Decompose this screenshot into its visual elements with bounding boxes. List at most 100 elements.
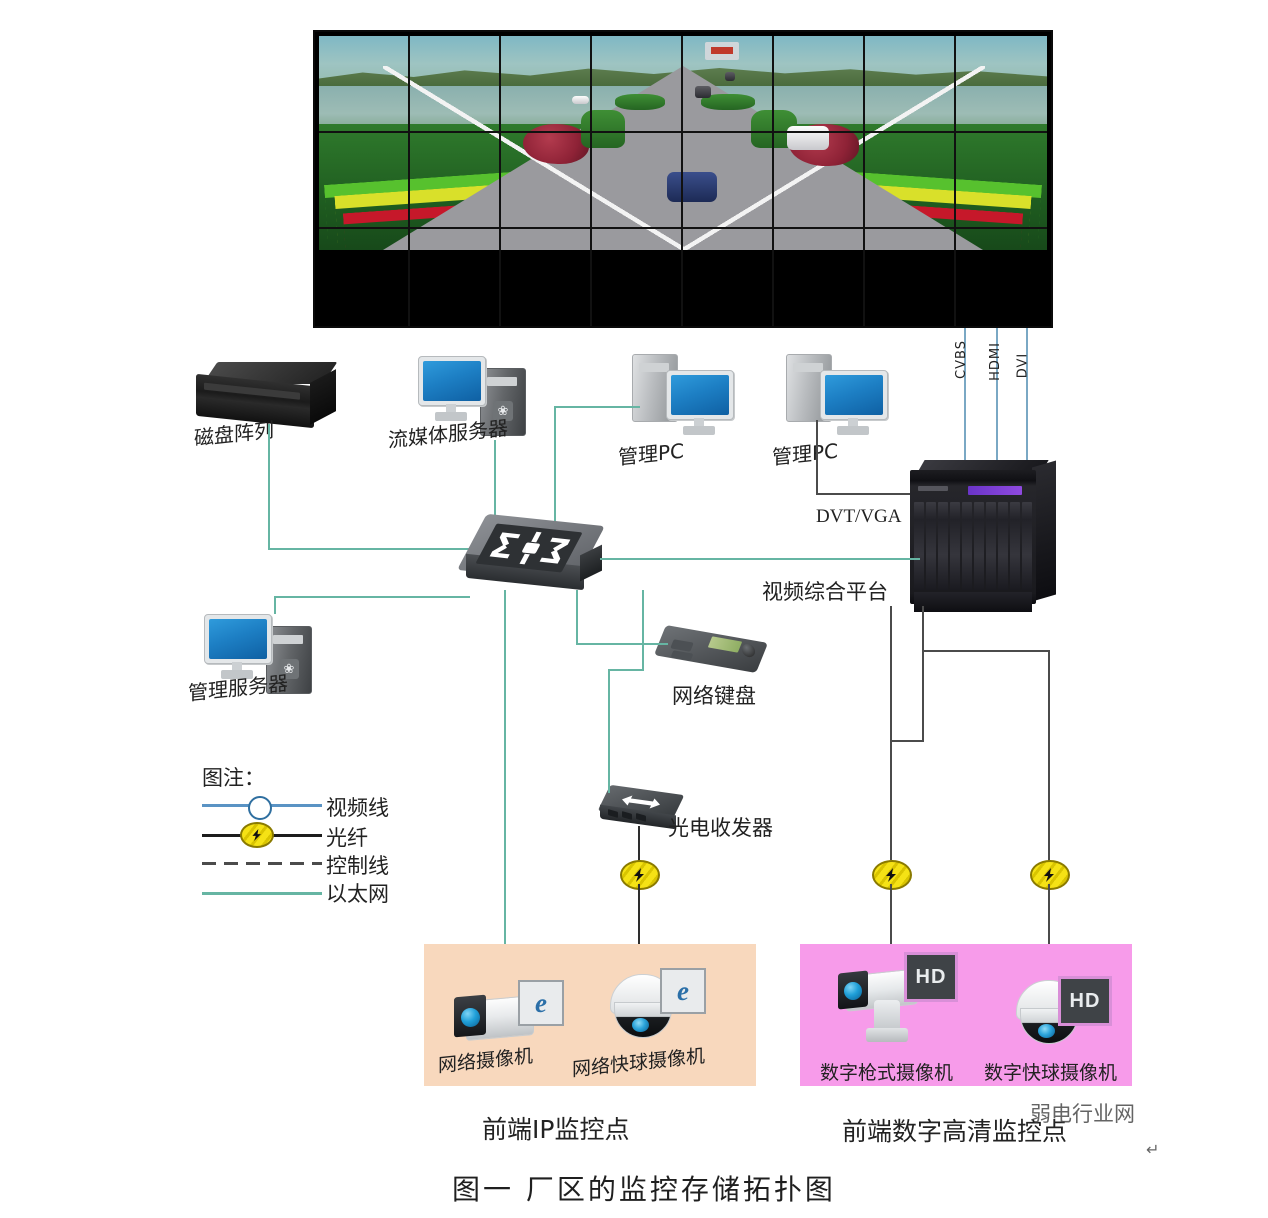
manage-pc-1-device[interactable] xyxy=(632,348,752,440)
line-diskarray-to-switch xyxy=(268,548,476,550)
fiber-marker-converter xyxy=(620,860,660,890)
legend-label-ethernet: 以太网 xyxy=(326,882,389,906)
line-diskarray-down xyxy=(268,424,270,549)
network-keyboard-label: 网络键盘 xyxy=(672,684,756,708)
hd-icon-2: HD xyxy=(1069,989,1101,1012)
manage-pc-1-neck xyxy=(694,418,704,426)
network-camera-glass xyxy=(461,1008,480,1027)
line-switch-conv-a xyxy=(642,590,644,670)
dome-camera-lens xyxy=(632,1018,649,1032)
network-keyboard-device[interactable] xyxy=(653,625,770,676)
wall-scene-content xyxy=(319,36,1047,250)
zone-ip-title: 前端IP监控点 xyxy=(482,1115,630,1144)
line-hd-right-down xyxy=(1048,650,1050,862)
hd-badge-bullet-camera: HD xyxy=(904,952,958,1002)
manage-server-screen xyxy=(209,619,267,659)
media-server-screen xyxy=(423,361,481,401)
media-converter-label: 光电收发器 xyxy=(668,816,773,840)
legend-label-control: 控制线 xyxy=(326,854,389,878)
platform-brand xyxy=(918,486,948,491)
core-switch-device[interactable] xyxy=(457,513,605,598)
manage-server-device[interactable]: ❀ xyxy=(204,610,324,702)
manage-pc-2-stand xyxy=(837,426,869,435)
line-converter-fiber-b xyxy=(638,884,640,958)
manage-server-neck xyxy=(232,662,242,670)
zone-hd-title: 前端数字高清监控点 xyxy=(842,1117,1068,1146)
media-server-bay xyxy=(487,377,517,386)
manage-pc-2-device[interactable] xyxy=(786,348,906,440)
line-managepc2-to-platform xyxy=(816,493,920,495)
dvt-vga-label: DVT/VGA xyxy=(816,506,902,527)
fiber-marker-hd-right xyxy=(1030,860,1070,890)
legend-fiber-node-icon xyxy=(240,822,274,848)
figure-caption: 图一 厂区的监控存储拓扑图 xyxy=(452,1173,836,1206)
line-converter-fiber-a xyxy=(638,826,640,874)
ie-badge-network-camera: e xyxy=(518,980,564,1026)
line-platform-hd-a xyxy=(890,606,892,742)
line-hd-right-tail xyxy=(1048,884,1050,948)
manage-server-logo-icon: ❀ xyxy=(279,659,299,679)
line-mediaserver-down xyxy=(494,440,496,548)
hd-icon-1: HD xyxy=(915,965,947,988)
scene-car-white xyxy=(787,126,829,150)
scene-hedge-1 xyxy=(615,94,665,110)
manage-pc-1-screen xyxy=(671,375,729,415)
line-switch-to-platform xyxy=(600,558,920,560)
media-server-neck xyxy=(446,404,456,412)
ie-icon-2: e xyxy=(677,975,689,1006)
digital-dome-camera-label: 数字快球摄像机 xyxy=(984,1062,1118,1084)
manage-pc-2-neck xyxy=(848,418,858,426)
digital-bullet-camera-device[interactable] xyxy=(838,966,942,1050)
digital-dome-lens xyxy=(1038,1024,1055,1038)
line-switch-to-ipcam xyxy=(504,590,506,986)
ie-badge-dome-camera: e xyxy=(660,968,706,1014)
label-cvbs: CVBS xyxy=(953,340,969,379)
ie-icon-1: e xyxy=(535,987,547,1018)
scene-car-blue xyxy=(667,172,717,202)
line-hd-left-down xyxy=(890,740,892,860)
scene-car-far-3 xyxy=(572,96,589,104)
line-cvbs xyxy=(964,328,966,476)
bullet-camera-glass xyxy=(844,982,862,1000)
manage-server-bay xyxy=(273,635,303,644)
video-platform-device[interactable] xyxy=(910,460,1056,612)
paragraph-mark-icon: ↵ xyxy=(1146,1140,1160,1159)
bullet-camera-mount xyxy=(874,1000,900,1030)
line-hdmi xyxy=(996,328,998,476)
switch-arrows-icon xyxy=(482,526,577,570)
converter-arrow-icon xyxy=(617,792,666,812)
media-server-stand xyxy=(435,412,467,421)
scene-sign xyxy=(711,47,733,54)
watermark-text: 弱电行业网 xyxy=(1030,1102,1135,1126)
hd-badge-dome-camera: HD xyxy=(1058,976,1112,1026)
manage-pc-2-label: 管理PC xyxy=(772,438,839,470)
media-server-monitor xyxy=(418,356,486,406)
digital-bullet-camera-label: 数字枪式摄像机 xyxy=(820,1062,954,1084)
label-hdmi: HDMI xyxy=(987,342,1003,381)
manage-pc-1-label: 管理PC xyxy=(618,438,685,470)
scene-hedge-3 xyxy=(581,110,625,148)
platform-base xyxy=(914,592,1032,612)
fiber-marker-hd-left xyxy=(872,860,912,890)
scene-shrub-left xyxy=(523,124,589,164)
line-dvi xyxy=(1026,328,1028,476)
media-server-device[interactable]: ❀ xyxy=(418,352,538,444)
media-converter-device[interactable] xyxy=(597,784,688,832)
legend-label-fiber: 光纤 xyxy=(326,826,368,850)
line-managepc2-down xyxy=(816,420,818,494)
manage-server-monitor xyxy=(204,614,272,664)
legend-swatch-control xyxy=(202,862,322,865)
legend-title: 图注： xyxy=(202,766,265,790)
network-camera-device[interactable] xyxy=(452,988,548,1050)
bullet-camera-base xyxy=(866,1028,908,1042)
scene-car-far-2 xyxy=(725,72,735,81)
line-platform-hd-b xyxy=(890,740,924,742)
manage-server-stand xyxy=(221,670,253,679)
media-server-label: 流媒体服务器 xyxy=(388,415,508,453)
manage-pc-1-monitor xyxy=(666,370,734,420)
video-wall-display[interactable] xyxy=(313,30,1053,328)
manage-pc-2-screen xyxy=(825,375,883,415)
scene-hedge-2 xyxy=(701,94,755,110)
watermark-logo-icon xyxy=(996,1096,1020,1118)
disk-array-slot xyxy=(204,382,300,400)
